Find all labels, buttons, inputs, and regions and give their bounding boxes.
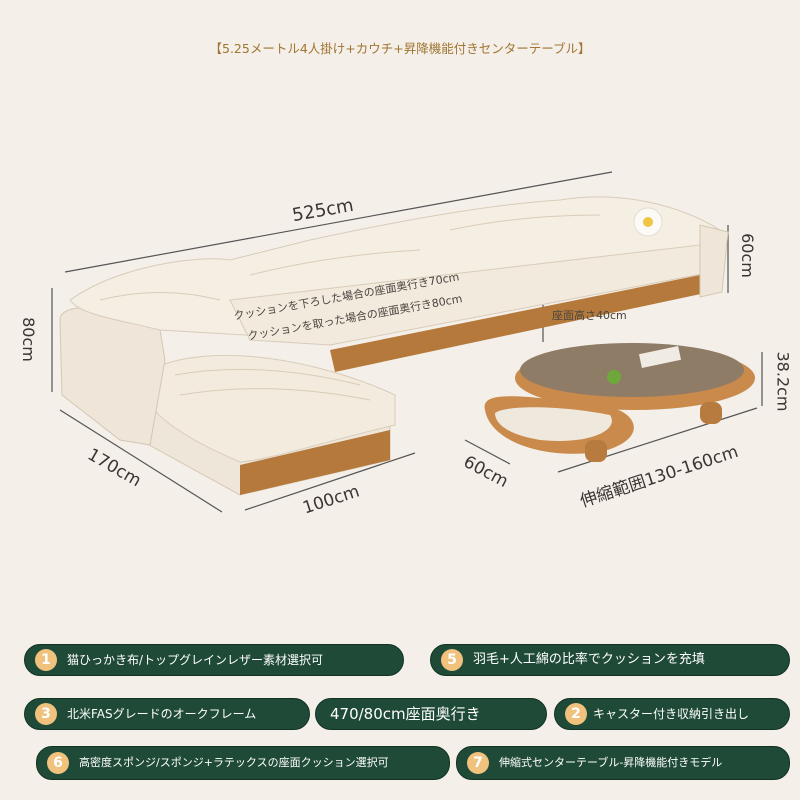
feature-number-badge: 2	[565, 703, 587, 725]
feature-pill-3: 3 北米FASグレードのオークフレーム	[24, 698, 310, 730]
feature-pill-5: 5 羽毛+人工綿の比率でクッションを充填	[430, 644, 790, 676]
feature-text: 猫ひっかき布/トップグレインレザー素材選択可	[67, 653, 324, 667]
feature-number-badge: 3	[35, 703, 57, 725]
feature-number-badge: 5	[441, 649, 463, 671]
feature-pill-6: 6 高密度スポンジ/スポンジ+ラテックスの座面クッション選択可	[36, 746, 450, 780]
note-seat-height: 座面高さ40cm	[552, 309, 627, 322]
sofa-illustration	[51, 171, 763, 513]
feature-text: 北米FASグレードのオークフレーム	[67, 707, 257, 721]
feature-pill-7: 7 伸縮式センターテーブル-昇降機能付きモデル	[456, 746, 790, 780]
feature-number-badge: 1	[35, 649, 57, 671]
feature-text: 高密度スポンジ/スポンジ+ラテックスの座面クッション選択可	[79, 756, 389, 769]
feature-pill-depth: 470/80cm座面奥行き	[315, 698, 547, 730]
feature-pill-2: 2 キャスター付き収納引き出し	[554, 698, 790, 730]
feature-number-badge: 7	[467, 752, 489, 774]
feature-pill-1: 1 猫ひっかき布/トップグレインレザー素材選択可	[24, 644, 404, 676]
page-title: 【5.25メートル4人掛け+カウチ+昇降機能付きセンターテーブル】	[209, 41, 591, 56]
feature-text: 470/80cm座面奥行き	[330, 705, 481, 723]
dim-back-height: 80cm	[18, 317, 38, 362]
feature-text: キャスター付き収納引き出し	[593, 707, 750, 721]
dim-right-height: 60cm	[737, 233, 757, 278]
dim-table-height: 38.2cm	[773, 351, 793, 412]
feature-text: 伸縮式センターテーブル-昇降機能付きモデル	[499, 756, 723, 769]
feature-number-badge: 6	[47, 752, 69, 774]
feature-text: 羽毛+人工綿の比率でクッションを充填	[473, 652, 705, 667]
